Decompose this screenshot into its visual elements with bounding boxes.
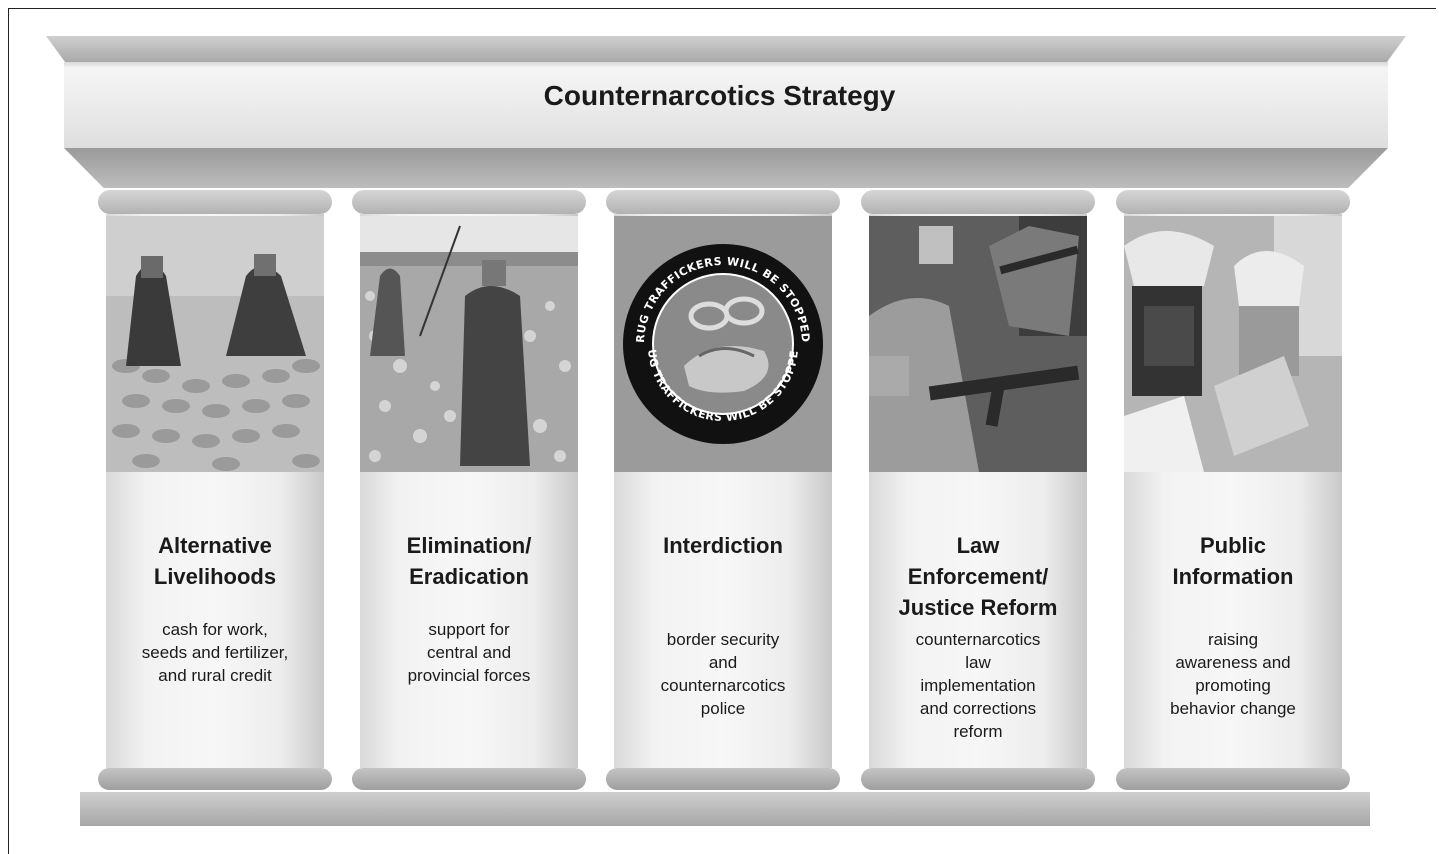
pillar-capital (1116, 190, 1350, 214)
roof-cornice (46, 36, 1406, 62)
pillar-description: border security and counternarcotics pol… (660, 630, 786, 718)
pillar-capital (98, 190, 332, 214)
pillar-title: Alternative Livelihoods (153, 533, 277, 589)
pillar-shaft: DRUG TRAFFICKERS WILL BE STOPPED ! DRUG … (614, 214, 832, 768)
pillar-description: raising awareness and promoting behavior… (1170, 630, 1296, 718)
pillar-capital (861, 190, 1095, 214)
pillar-shaft: Public Information raising awareness and… (1124, 214, 1342, 768)
pillar-description: counternarcotics law implementation and … (915, 630, 1041, 741)
roof-skirt (64, 148, 1388, 188)
pillar-law-enforcement-justice-reform: Law Enforcement/ Justice Reform countern… (861, 190, 1095, 790)
pillar-title: Public Information (1172, 533, 1294, 589)
pillar-title: Interdiction (663, 533, 783, 558)
handcuffs-seal-icon: DRUG TRAFFICKERS WILL BE STOPPED ! DRUG … (614, 216, 832, 472)
pillar-base (352, 768, 586, 790)
pillar-description: support for central and provincial force… (407, 620, 531, 685)
people-reading-photo (1124, 216, 1342, 472)
pillar-base (1116, 768, 1350, 790)
rifle-training-photo (869, 216, 1087, 472)
pillar-capital (606, 190, 840, 214)
pillar-base (98, 768, 332, 790)
diagram-frame (8, 8, 1436, 854)
pillar-interdiction: DRUG TRAFFICKERS WILL BE STOPPED ! DRUG … (606, 190, 840, 790)
foundation-floor (80, 792, 1370, 826)
diagram-title: Counternarcotics Strategy (543, 80, 896, 111)
pillar-title: Elimination/ Eradication (406, 533, 532, 589)
pillar-shaft: Alternative Livelihoods cash for work, s… (106, 214, 324, 768)
pillar-shaft: Elimination/ Eradication support for cen… (360, 214, 578, 768)
pillar-alternative-livelihoods: Alternative Livelihoods cash for work, s… (98, 190, 332, 790)
pillar-base (606, 768, 840, 790)
poppy-field-photo (360, 216, 578, 472)
pillar-public-information: Public Information raising awareness and… (1116, 190, 1350, 790)
pillar-capital (352, 190, 586, 214)
pillar-elimination-eradication: Elimination/ Eradication support for cen… (352, 190, 586, 790)
pillar-description: cash for work, seeds and fertilizer, and… (141, 620, 289, 685)
pillar-base (861, 768, 1095, 790)
farmers-harvest-photo (106, 216, 324, 472)
pillar-shaft: Law Enforcement/ Justice Reform countern… (869, 214, 1087, 768)
pillar-title: Law Enforcement/ Justice Reform (898, 533, 1058, 620)
roof-band (64, 62, 1388, 148)
